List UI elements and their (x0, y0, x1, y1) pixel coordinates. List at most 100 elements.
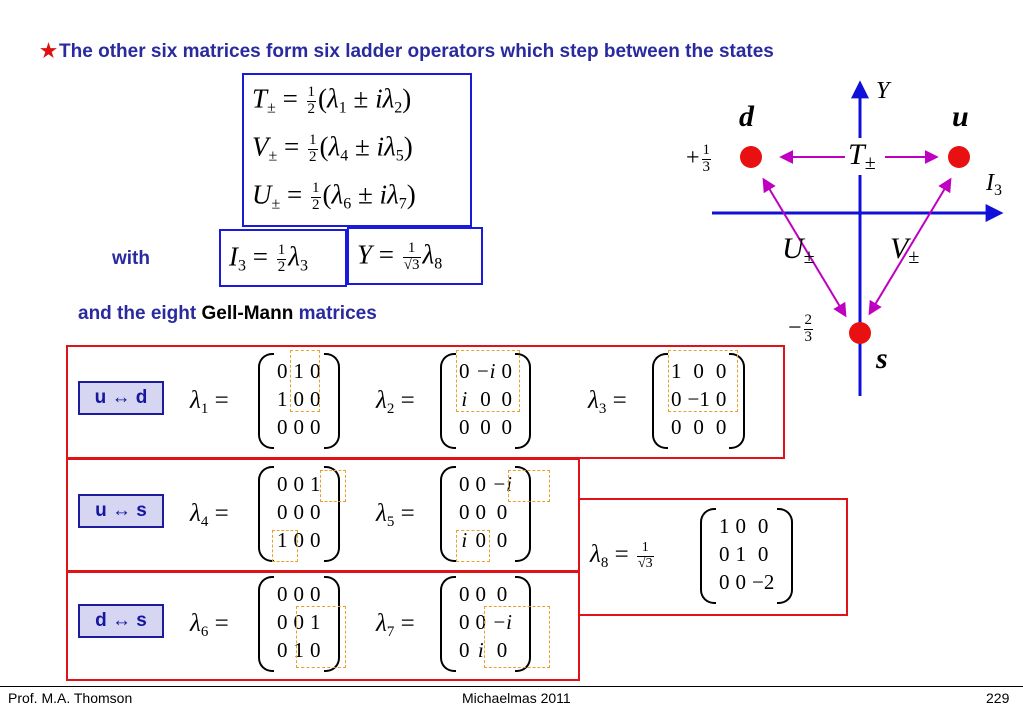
i3-axis-label: I3 (986, 170, 1002, 199)
u-quark-label: u (952, 100, 969, 133)
matrix-cell: 0 (715, 415, 727, 439)
matrix-cell: 0 (293, 582, 305, 606)
u-quark-dot (948, 146, 970, 168)
matrix-cell: 1 (277, 387, 288, 411)
matrix-cell: 0 (310, 638, 321, 662)
lambda2-label: λ2 = (376, 387, 415, 417)
u-pm-arrow (762, 177, 847, 318)
highlight-l4b (272, 530, 298, 562)
highlight-l2 (456, 350, 520, 412)
left-paren (652, 353, 668, 449)
d-quark-label: d (739, 100, 754, 133)
matrix-cell: 0 (310, 387, 321, 411)
matrix-cell: 0 (475, 528, 487, 552)
matrix-cell: 0 (496, 638, 508, 662)
right-paren (323, 353, 340, 449)
left-paren (258, 576, 274, 672)
matrix-cell: 0 (459, 359, 470, 383)
matrix-cell: 0 (459, 500, 470, 524)
matrix-cell: −i (475, 359, 496, 383)
matrix-cell: 0 (310, 528, 321, 552)
heading-text: The other six matrices form six ladder o… (59, 41, 774, 62)
matrix-cell: 0 (293, 415, 305, 439)
matrix-cell: 0 (735, 514, 747, 538)
matrix-cell: 0 (475, 500, 487, 524)
matrix-cell: 0 (715, 359, 727, 383)
matrix-cell: 0 (277, 415, 288, 439)
highlight-l6 (296, 606, 346, 668)
matrix-cell: 0 (501, 359, 513, 383)
matrix-cell: 0 (293, 387, 305, 411)
matrix-cell: 0 (459, 610, 470, 634)
gell-mann-line: and the eight Gell-Mann matrices (78, 303, 377, 324)
matrix-cell: 0 (459, 638, 470, 662)
right-paren (777, 508, 794, 604)
matrix-cell: 0 (459, 582, 470, 606)
slide-heading: ★The other six matrices form six ladder … (40, 40, 774, 63)
matrix-cell: −i (492, 472, 513, 496)
matrix-cell: 0 (693, 415, 704, 439)
matrix-cell: 0 (715, 387, 727, 411)
matrix-cell: 1 (719, 514, 730, 538)
matrix-cell: 0 (293, 500, 305, 524)
highlight-l1 (290, 350, 320, 412)
s-quark-label: s (876, 342, 888, 375)
matrix-cell: 0 (277, 638, 288, 662)
matrix-cell: 1 (293, 638, 305, 662)
matrix-cell: 0 (501, 415, 513, 439)
matrix-cell: 0 (501, 387, 513, 411)
left-paren (700, 508, 716, 604)
footer-author: Prof. M.A. Thomson (8, 690, 133, 706)
matrix-cell: 0 (310, 500, 321, 524)
matrix-cell: 0 (310, 415, 321, 439)
matrix-cell: 0 (757, 542, 769, 566)
matrix-cell: −i (492, 610, 513, 634)
lambda7-label: λ7 = (376, 610, 415, 640)
left-paren (258, 353, 274, 449)
matrix-cell: 0 (277, 582, 288, 606)
matrix-cell: 1 (277, 528, 288, 552)
matrix-cell: 0 (459, 472, 470, 496)
matrix-cell: 0 (277, 610, 288, 634)
v-pm-arrow (868, 177, 952, 316)
matrix-cell: 0 (277, 359, 288, 383)
footer-page-number: 229 (986, 690, 1010, 706)
ds-transition-label: d ↔ s (78, 604, 164, 638)
matrix-cell: 0 (671, 387, 682, 411)
matrix-cell: 1 (735, 542, 747, 566)
highlight-l3 (668, 350, 738, 412)
matrix-cell: 0 (480, 387, 491, 411)
footer-term: Michaelmas 2011 (462, 690, 571, 706)
left-paren (440, 353, 456, 449)
matrix-cell: i (461, 387, 468, 411)
left-paren (440, 466, 456, 562)
matrix-cell: 0 (293, 528, 305, 552)
matrix-cell: 0 (293, 610, 305, 634)
highlight-l4a (320, 470, 346, 502)
matrix-cell: i (477, 638, 484, 662)
matrix-cell: 0 (719, 542, 730, 566)
left-paren (440, 576, 456, 672)
matrix-cell: 0 (693, 359, 704, 383)
ds-matrix-group (66, 571, 580, 681)
v-pm-label: V± (890, 232, 920, 268)
matrix-cell: 0 (496, 582, 508, 606)
lambda5-label: λ5 = (376, 500, 415, 530)
footer-rule (0, 686, 1023, 687)
with-label: with (112, 248, 150, 269)
matrix-cell: i (461, 528, 468, 552)
s-quark-dot (849, 322, 871, 344)
matrix-cell: 0 (757, 514, 769, 538)
matrix-cell: 0 (475, 610, 487, 634)
matrix-cell: −1 (687, 387, 710, 411)
highlight-l5b (456, 530, 490, 562)
lambda3-label: λ3 = (588, 387, 627, 417)
